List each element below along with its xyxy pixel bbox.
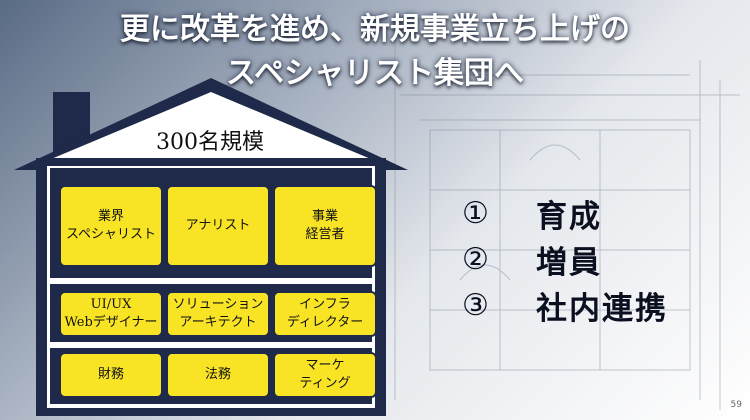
role-finance: 財務	[59, 352, 163, 398]
roof-inner-shape	[44, 92, 378, 162]
role-legal: 法務	[166, 352, 270, 398]
list-number: ③	[462, 287, 489, 323]
role-label: ソリューション アーキテクト	[172, 297, 264, 330]
role-infra-director: インフラ ディレクター	[273, 291, 377, 337]
role-label: 財務	[97, 367, 124, 382]
role-industry-specialist: 業界 スペシャリスト	[59, 185, 163, 267]
role-label: UI/UX Webデザイナー	[64, 297, 158, 330]
scale-label: 300名規模	[156, 130, 264, 155]
title-line-2: スペシャリスト集団へ	[226, 56, 524, 91]
role-analyst: アナリスト	[166, 185, 270, 267]
list-number: ②	[462, 241, 489, 277]
role-solution-architect: ソリューション アーキテクト	[166, 291, 270, 337]
page-title: 更に改革を進め、新規事業立ち上げの スペシャリスト集団へ	[0, 8, 750, 96]
role-uiux-designer: UI/UX Webデザイナー	[59, 291, 163, 337]
role-label: 業界 スペシャリスト	[65, 209, 157, 242]
strategy-list: ① 育成 ② 増員 ③ 社内連携	[462, 190, 668, 328]
role-label: アナリスト	[185, 218, 251, 233]
list-number: ①	[462, 195, 489, 231]
role-label: 法務	[204, 367, 231, 382]
list-text: 増員	[536, 244, 602, 281]
role-label: マーケ ティング	[299, 358, 351, 391]
role-business-manager: 事業 経営者	[273, 185, 377, 267]
list-text: 社内連携	[536, 290, 668, 327]
list-text: 育成	[536, 198, 602, 235]
list-item: ② 増員	[462, 236, 668, 282]
title-line-1: 更に改革を進め、新規事業立ち上げの	[120, 12, 630, 47]
role-marketing: マーケ ティング	[273, 352, 377, 398]
page-number: 59	[730, 400, 742, 410]
role-label: インフラ ディレクター	[286, 297, 364, 330]
role-label: 事業 経営者	[305, 209, 345, 242]
list-item: ③ 社内連携	[462, 282, 668, 328]
list-item: ① 育成	[462, 190, 668, 236]
